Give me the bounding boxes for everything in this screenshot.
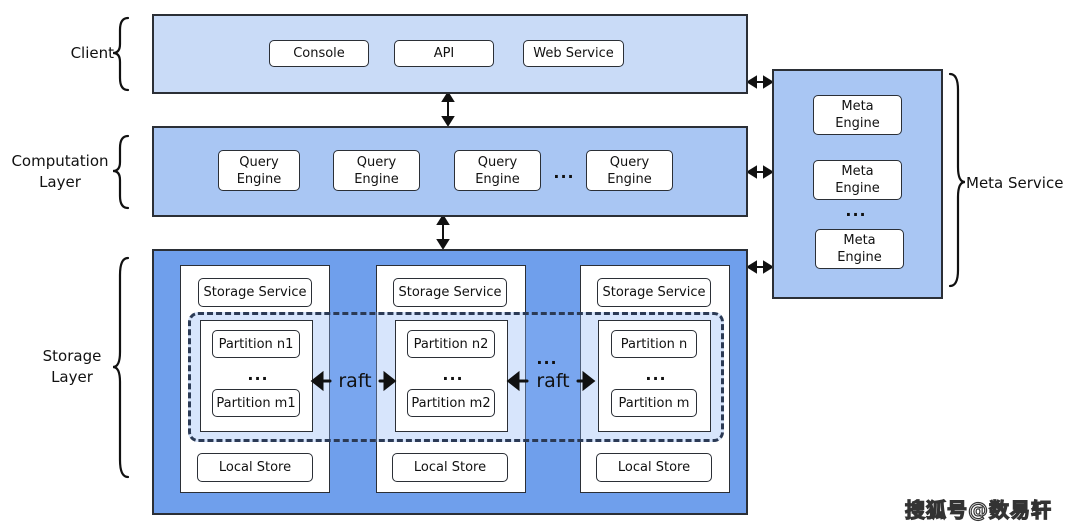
local-store-box: Local Store bbox=[596, 453, 712, 482]
partition-ellipsis: ... bbox=[442, 364, 464, 384]
query-engine-ellipsis: ... bbox=[553, 162, 575, 182]
api-box: API bbox=[394, 40, 494, 67]
query-engine-box: Query Engine bbox=[218, 150, 300, 191]
client-layer-label: Client bbox=[70, 43, 114, 62]
partition-box: Partition m1 bbox=[212, 389, 300, 417]
meta-service-label: Meta Service bbox=[966, 173, 1064, 192]
console-box: Console bbox=[269, 40, 369, 67]
storage-brace bbox=[112, 256, 130, 479]
computation-brace bbox=[112, 134, 130, 210]
partition-box: Partition m2 bbox=[407, 389, 495, 417]
local-store-box: Local Store bbox=[392, 453, 508, 482]
partition-box: Partition n bbox=[611, 330, 697, 358]
query-engine-box: Query Engine bbox=[586, 150, 673, 191]
storage-node-ellipsis: ... bbox=[536, 348, 558, 368]
meta-engine-box: Meta Engine bbox=[813, 95, 902, 135]
raft-label: raft bbox=[536, 370, 570, 392]
storage-layer-label: Storage Layer bbox=[42, 347, 102, 386]
partition-box: Partition m bbox=[611, 389, 697, 417]
partition-box: Partition n1 bbox=[212, 330, 300, 358]
client-brace bbox=[112, 16, 130, 92]
storage-service-box: Storage Service bbox=[393, 278, 507, 307]
partition-ellipsis: ... bbox=[645, 364, 667, 384]
partition-box: Partition n2 bbox=[407, 330, 495, 358]
partition-ellipsis: ... bbox=[247, 364, 269, 384]
meta-engine-box: Meta Engine bbox=[815, 229, 904, 269]
raft-label: raft bbox=[338, 370, 372, 392]
meta-engine-box: Meta Engine bbox=[813, 160, 902, 200]
watermark: 搜狐号@数易轩 bbox=[904, 497, 1052, 522]
local-store-box: Local Store bbox=[197, 453, 313, 482]
storage-service-box: Storage Service bbox=[597, 278, 711, 307]
meta-engine-ellipsis: ... bbox=[845, 200, 867, 220]
meta-brace bbox=[948, 72, 966, 288]
query-engine-box: Query Engine bbox=[333, 150, 420, 191]
query-engine-box: Query Engine bbox=[454, 150, 541, 191]
web-service-box: Web Service bbox=[523, 40, 624, 67]
computation-layer-label: Computation Layer bbox=[11, 152, 109, 191]
storage-service-box: Storage Service bbox=[198, 278, 312, 307]
